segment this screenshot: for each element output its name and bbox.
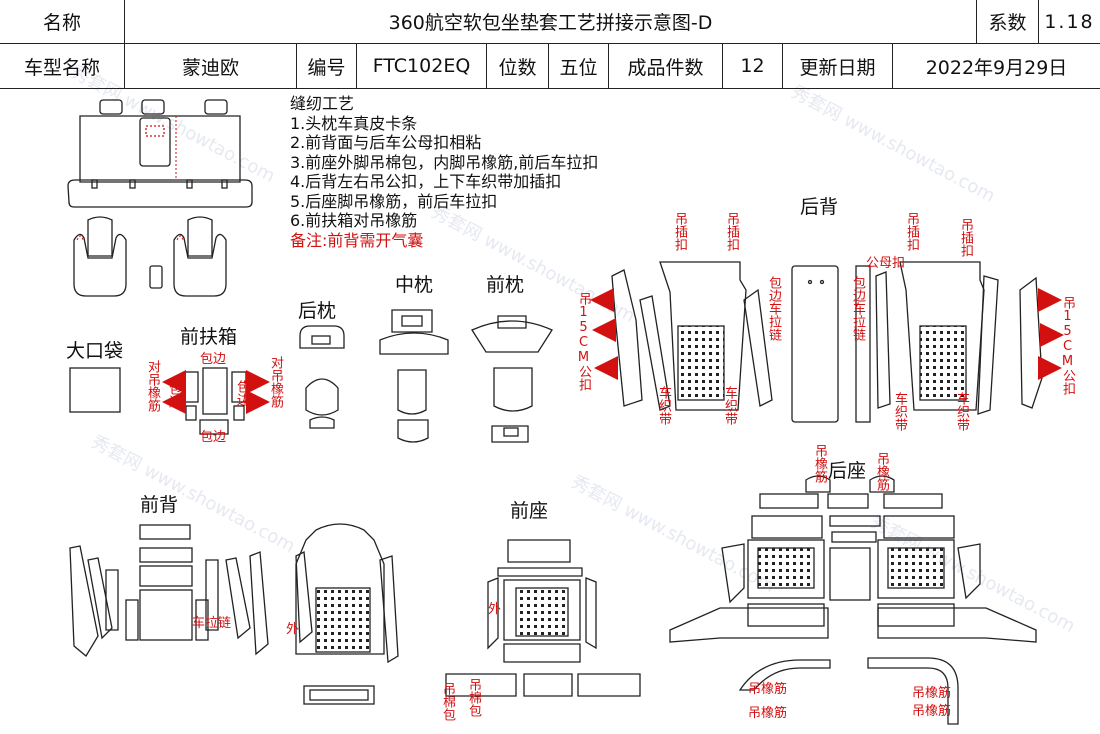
note-item: 2.前背面与后车公母扣相粘 — [290, 133, 482, 152]
zipper-note: 车拉链 — [192, 616, 232, 631]
notes-heading: 缝纫工艺 — [290, 94, 355, 113]
rear-back-label: 后背 — [800, 196, 839, 218]
sew-strap-note: 车织带 — [722, 386, 737, 425]
rear-seat-pieces — [669, 475, 1037, 725]
hang-elastic-note: 对吊橡筋 — [268, 356, 283, 408]
front-seat-label: 前座 — [510, 500, 549, 522]
middle-pillow-pieces — [379, 309, 449, 443]
rubber-band-note: 吊橡筋 — [748, 682, 788, 697]
seats-label: 位数 — [487, 44, 549, 88]
edging-note: 包边 — [234, 380, 249, 406]
note-item: 3.前座外脚吊棉包，内脚吊橡筋,前后车拉扣 — [290, 152, 599, 172]
code-value: FTC102EQ — [357, 44, 487, 88]
sew-strap-note: 车织带 — [656, 386, 671, 425]
car-rear-seat-overview — [67, 99, 253, 208]
rubber-band-note: 吊橡筋 — [874, 452, 889, 491]
hang-buckle-note: 吊插扣 — [958, 218, 973, 257]
hang-buckle-note: 吊插扣 — [904, 212, 919, 251]
date-label: 更新日期 — [783, 44, 893, 88]
model-label: 车型名称 — [0, 44, 125, 88]
sew-strap-note: 车织带 — [892, 392, 907, 431]
middle-pillow-label: 中枕 — [395, 274, 434, 296]
sewing-notes: 缝纫工艺 1.头枕车真皮卡条 2.前背面与后车公母扣相粘 3.前座外脚吊棉包，内… — [290, 94, 598, 250]
date-value: 2022年9月29日 — [925, 56, 1068, 79]
hang-buckle-note: 吊插扣 — [724, 212, 739, 251]
outer-note: 外 — [286, 622, 300, 637]
cotton-pack-note: 吊棉包 — [440, 682, 455, 721]
note-item: 5.后座脚吊橡筋，前后车拉扣 — [290, 191, 498, 211]
coef-value: 1.18 — [1039, 0, 1100, 44]
note-item: 1.头枕车真皮卡条 — [290, 113, 418, 133]
edging-note: 包边 — [166, 382, 181, 408]
name-label: 名称 — [0, 0, 125, 44]
front-seat-pieces — [445, 539, 641, 697]
rear-back-right-pieces — [855, 261, 1043, 423]
rear-seat-label: 后座 — [828, 460, 867, 482]
front-back-pieces — [69, 523, 399, 705]
sew-strap-note: 车织带 — [954, 392, 969, 431]
coef-label: 系数 — [977, 0, 1039, 44]
big-pocket-piece — [69, 367, 121, 413]
header-table: 名称 360航空软包坐垫套工艺拼接示意图-D 系数 1.18 车型名称 蒙迪欧 … — [0, 0, 1100, 89]
car-front-seats-overview — [73, 216, 227, 297]
hang-arrows — [162, 288, 1064, 414]
pieces-label: 成品件数 — [609, 44, 723, 88]
model-value: 蒙迪欧 — [125, 44, 297, 88]
front-back-label: 前背 — [140, 494, 179, 516]
hang-15cm-note: 吊15CM公扣 — [1060, 296, 1075, 395]
note-item: 6.前扶箱对吊橡筋 — [290, 211, 418, 230]
seats-value: 五位 — [549, 44, 609, 88]
rear-back-left-pieces — [611, 261, 839, 423]
hang-15cm-note: 吊15CM公扣 — [576, 292, 591, 391]
rear-pillow-label: 后枕 — [298, 300, 337, 322]
rubber-band-note: 吊橡筋 — [812, 444, 827, 483]
rear-pillow-pieces — [299, 325, 345, 429]
cotton-pack-note: 吊棉包 — [466, 678, 481, 717]
edge-zipper-note: 包边车拉链 — [850, 276, 865, 341]
hang-buckle-note: 吊插扣 — [672, 212, 687, 251]
notes-remark: 备注:前背需开气囊 — [290, 230, 424, 250]
code-label: 编号 — [297, 44, 357, 88]
front-pillow-pieces — [471, 315, 553, 443]
edging-note: 包边 — [200, 430, 227, 445]
edge-zipper-note: 包边车拉链 — [766, 276, 781, 341]
male-buckle-note: 公母扣 — [866, 256, 906, 271]
rubber-band-note: 吊橡筋 — [912, 686, 952, 701]
hang-elastic-note: 对吊橡筋 — [145, 360, 160, 412]
diagram-title: 360航空软包坐垫套工艺拼接示意图-D — [125, 0, 977, 44]
front-armrest-pieces — [183, 367, 247, 435]
rubber-band-note: 吊橡筋 — [912, 704, 952, 719]
pieces-value: 12 — [723, 44, 783, 88]
front-pillow-label: 前枕 — [486, 274, 525, 296]
outer-note: 外 — [488, 602, 502, 617]
front-armrest-label: 前扶箱 — [180, 326, 238, 348]
edging-note: 包边 — [200, 352, 227, 367]
big-pocket-label: 大口袋 — [66, 340, 124, 362]
note-item: 4.后背左右吊公扣，上下车织带加插扣 — [290, 172, 562, 191]
rubber-band-note: 吊橡筋 — [748, 706, 788, 721]
